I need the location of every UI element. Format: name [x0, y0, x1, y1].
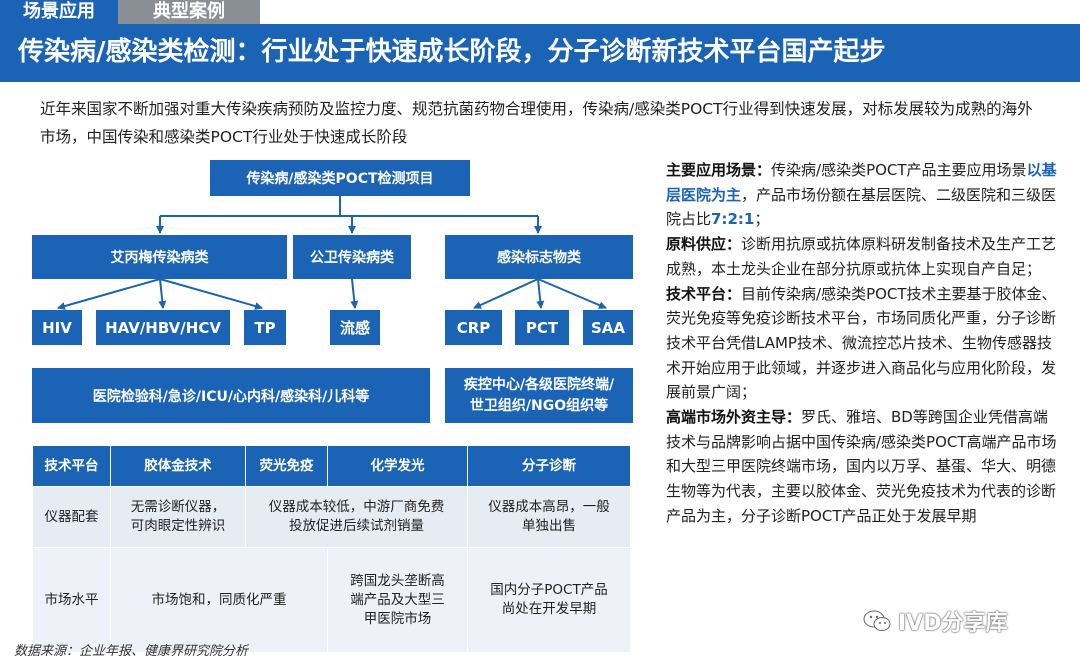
cell-line: 端产品及大型三 — [350, 591, 445, 608]
high-end-market-label: 高端市场外资主导： — [666, 408, 802, 427]
table-row-label: 市场水平 — [32, 547, 111, 653]
table-row: 仪器配套 无需诊断仪器， 可肉眼定性辨识 仪器成本较低，中游厂商免费 投放促进后… — [32, 486, 631, 548]
raw-material-text: 诊断用抗原或抗体原料研发制备技术及生产工艺成熟，本土龙头企业在部分抗原或抗体上实… — [666, 235, 1057, 278]
connector-arrow — [536, 278, 545, 309]
cell-line: 国内分子POCT产品 — [490, 582, 608, 598]
analysis-panel: 主要应用场景：传染病/感染类POCT产品主要应用场景以基层医院为主，产品市场份额… — [666, 158, 1058, 529]
organizations-box: 疾控中心/各级医院终端/ 世卫组织/NGO组织等 — [445, 368, 633, 423]
category-node-infection-markers: 感染标志物类 — [445, 235, 633, 279]
application-paragraph: 主要应用场景：传染病/感染类POCT产品主要应用场景以基层医院为主，产品市场份额… — [666, 158, 1058, 232]
connector-arrow — [537, 278, 607, 309]
application-text: ，产品市场份额在基层医院、二级医院和三级医院占比 — [666, 185, 1057, 229]
tech-platform-label: 技术平台： — [666, 284, 742, 303]
category-node-aids-syphilis: 艾丙梅传染病类 — [32, 235, 287, 279]
table-row-label: 仪器配套 — [32, 486, 111, 548]
table-cell: 国内分子POCT产品 尚处在开发早期 — [467, 547, 631, 653]
organizations-line: 疾控中心/各级医院终端/ — [463, 376, 615, 393]
tab-scene-application[interactable]: 场景应用 — [0, 0, 118, 24]
application-text: ； — [754, 210, 770, 229]
intro-paragraph: 近年来国家不断加强对重大传染疾病预防及监控力度、规范抗菌药物合理使用，传染病/感… — [40, 100, 1033, 146]
table-header-cell: 分子诊断 — [467, 445, 631, 487]
cell-line: 仪器成本高昂，一般 — [488, 499, 610, 515]
organizations-line: 世卫组织/NGO组织等 — [469, 397, 609, 414]
category-node-public-health: 公卫传染病类 — [293, 235, 411, 279]
raw-material-paragraph: 原料供应：诊断用抗原或抗体原料研发制备技术及生产工艺成熟，本土龙头企业在部分抗原… — [666, 232, 1058, 281]
application-label: 主要应用场景： — [666, 161, 772, 179]
connector-arrow — [57, 278, 161, 310]
page-title: 传染病/感染类检测：行业处于快速成长阶段，分子诊断新技术平台国产起步 — [18, 37, 886, 67]
cell-line: 投放促进后续试剂销量 — [289, 518, 424, 534]
data-source-note: 数据来源：企业年报、健康界研究院分析 — [14, 644, 249, 659]
watermark-text: IVD分享库 — [898, 611, 1008, 636]
connector-arrow — [473, 278, 539, 309]
table-header-cell: 化学发光 — [327, 445, 468, 487]
table-header-row: 技术平台 胶体金技术 荧光免疫 化学发光 分子诊断 — [32, 445, 631, 487]
leaf-node-hiv: HIV — [32, 310, 82, 345]
header-tabs: 场景应用 典型案例 — [0, 0, 1080, 24]
cell-line: 甲医院市场 — [363, 610, 432, 627]
cell-line: 单独出售 — [522, 518, 576, 534]
wechat-icon — [863, 610, 891, 631]
tab-typical-case[interactable]: 典型案例 — [118, 0, 260, 24]
table-cell: 跨国龙头垄断高 端产品及大型三 甲医院市场 — [327, 547, 468, 653]
leaf-node-crp: CRP — [445, 310, 502, 345]
connector-arrow — [350, 278, 359, 309]
hospital-departments-box: 医院检验科/急诊/ICU/心内科/感染科/儿科等 — [32, 368, 430, 423]
cell-line: 仪器成本较低，中游厂商免费 — [268, 499, 445, 515]
table-row: 市场水平 市场饱和，同质化严重 跨国龙头垄断高 端产品及大型三 甲医院市场 国内… — [32, 547, 631, 653]
table-header-cell: 胶体金技术 — [110, 445, 246, 487]
leaf-node-pct: PCT — [515, 310, 569, 345]
table-cell: 仪器成本较低，中游厂商免费 投放促进后续试剂销量 — [245, 486, 468, 548]
table-cell: 仪器成本高昂，一般 单独出售 — [467, 486, 631, 548]
cell-line: 可肉眼定性辨识 — [130, 518, 226, 534]
application-text: 传染病/感染类POCT产品主要应用场景 — [771, 161, 1027, 179]
tech-platform-paragraph: 技术平台：目前传染病/感染类POCT技术主要基于胶体金、荧光免疫等免疫诊断技术平… — [666, 282, 1058, 406]
leaf-node-influenza: 流感 — [330, 310, 380, 345]
high-end-market-text: 罗氏、雅培、BD等跨国企业凭借高端技术与品牌影响占据中国传染病/感染类POCT高… — [666, 408, 1057, 525]
table-cell: 无需诊断仪器， 可肉眼定性辨识 — [110, 486, 246, 548]
high-end-market-paragraph: 高端市场外资主导：罗氏、雅培、BD等跨国企业凭借高端技术与品牌影响占据中国传染病… — [666, 405, 1058, 529]
tech-platform-text: 目前传染病/感染类POCT技术主要基于胶体金、荧光免疫等免疫诊断技术平台，市场同… — [666, 284, 1057, 402]
leaf-node-hepatitis: HAV/HBV/HCV — [96, 310, 230, 345]
root-node: 传染病/感染类POCT检测项目 — [210, 160, 470, 196]
leaf-node-tp: TP — [244, 310, 286, 345]
table-cell: 市场饱和，同质化严重 — [110, 547, 328, 653]
watermark: IVD分享库 — [862, 606, 1007, 636]
raw-material-label: 原料供应： — [666, 235, 742, 254]
application-highlight: 以基层医院为主 — [666, 161, 1057, 204]
connector-arrow — [159, 278, 263, 310]
cell-line: 跨国龙头垄断高 — [350, 572, 445, 589]
leaf-node-saa: SAA — [583, 310, 633, 345]
cell-line: 无需诊断仪器， — [130, 499, 226, 515]
connector-arrow — [158, 278, 167, 309]
title-bar — [0, 24, 1080, 82]
application-ratio: 7:2:1 — [711, 210, 755, 229]
table-header-cell: 技术平台 — [32, 445, 111, 487]
tech-platform-table: 技术平台 胶体金技术 荧光免疫 化学发光 分子诊断 仪器配套 无需诊断仪器， 可… — [32, 445, 631, 653]
cell-line: 尚处在开发早期 — [501, 601, 597, 617]
table-header-cell: 荧光免疫 — [245, 445, 328, 487]
